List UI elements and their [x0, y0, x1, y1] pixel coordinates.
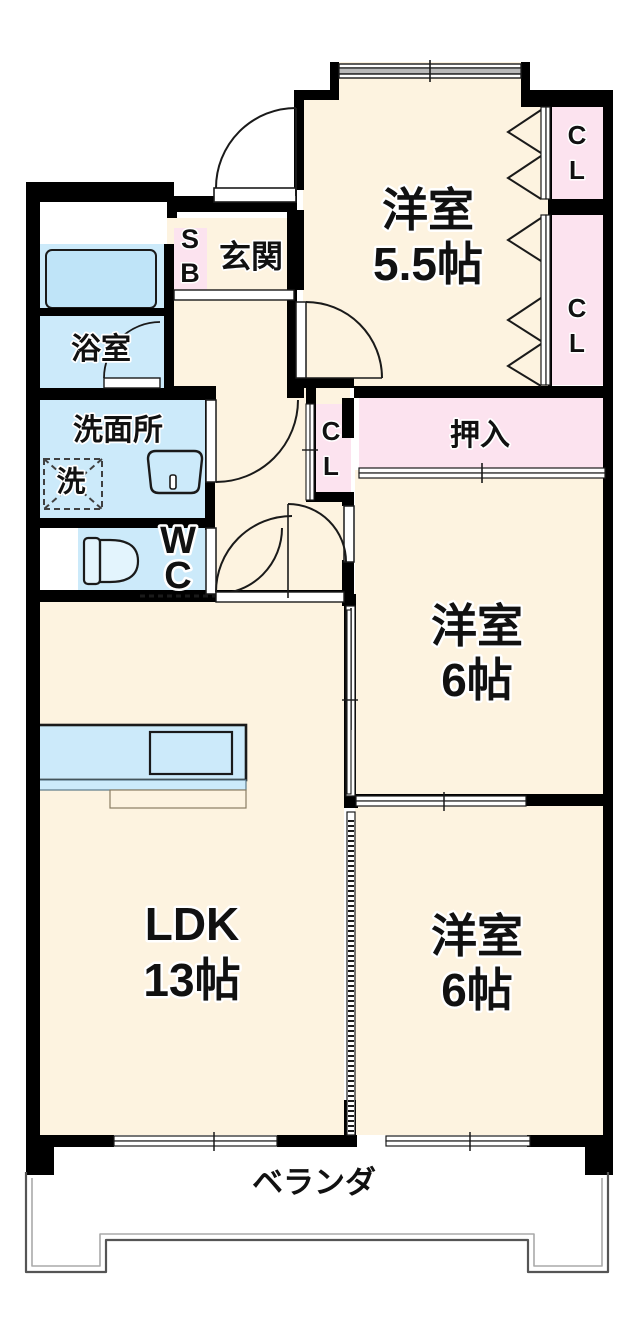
label-ldk-line1: LDK [145, 898, 240, 950]
veranda-outline [24, 1172, 610, 1274]
room-labels: 洋室 5.5帖 洋室 6帖 洋室 6帖 LDK 13帖 玄関 浴室 洗面所 W … [55, 118, 588, 1202]
ldk-door [215, 515, 345, 603]
label-ldk-line2: 13帖 [143, 954, 240, 1006]
label-youshitsu-6-lower-line1: 洋室 [431, 910, 523, 962]
label-wc-line1: W [160, 520, 196, 562]
bedroom-partition-doors [355, 792, 527, 811]
label-youshitsu-6-lower-line2: 6帖 [441, 964, 513, 1016]
label-washer: 洗 [56, 466, 85, 499]
label-youshitsu-55-line2: 5.5帖 [373, 238, 483, 290]
closet-folding-doors [506, 106, 551, 387]
label-closet-tr-upper-line1: C [568, 120, 587, 150]
bay-window [338, 60, 522, 82]
oshiire-sliding-doors [358, 463, 606, 483]
toilet-icon [82, 536, 140, 586]
washroom-door [205, 399, 299, 483]
genkan-step [173, 289, 295, 301]
label-closet-tr-upper-line2: L [569, 155, 585, 185]
label-genkan: 玄関 [219, 238, 283, 274]
label-youshitsu-55-line1: 洋室 [382, 184, 474, 236]
washing-machine-pan-icon [43, 458, 103, 510]
label-closet-hall-line2: L [323, 451, 339, 481]
bedroom55-door [295, 301, 383, 379]
ldk-balcony-window [113, 1132, 278, 1151]
label-shoe-box-line2: B [180, 258, 200, 288]
bedroom6-upper-window [342, 609, 358, 795]
openings [103, 60, 606, 1151]
shoe-box-fill [174, 228, 207, 290]
closet-top-right-lower-fill [551, 215, 603, 385]
label-youshitsu-6-upper-line2: 6帖 [441, 654, 513, 706]
closet-top-right-upper-fill [551, 107, 603, 199]
label-closet-tr-lower-line2: L [569, 328, 585, 358]
label-senmenjo: 洗面所 [73, 414, 163, 447]
closet-hall-doors [302, 403, 318, 501]
bedroom-balcony-window [385, 1132, 531, 1151]
entrance-door [213, 107, 297, 203]
bathroom-door [103, 321, 161, 389]
label-yokushitsu: 浴室 [71, 332, 131, 366]
label-closet-tr-lower-line1: C [568, 293, 587, 323]
label-youshitsu-6-upper-line1: 洋室 [431, 600, 523, 652]
wash-basin-icon [146, 449, 204, 495]
label-veranda: ベランダ [252, 1165, 376, 1200]
label-shoe-box-line1: S [181, 224, 199, 254]
label-closet-hall-line1: C [322, 416, 341, 446]
label-wc-line2: C [164, 555, 191, 597]
yokushitsu-fill [38, 316, 164, 388]
label-oshiire: 押入 [450, 419, 510, 452]
bedroom6-upper-door [287, 503, 355, 598]
bathtub-icon [45, 249, 157, 309]
